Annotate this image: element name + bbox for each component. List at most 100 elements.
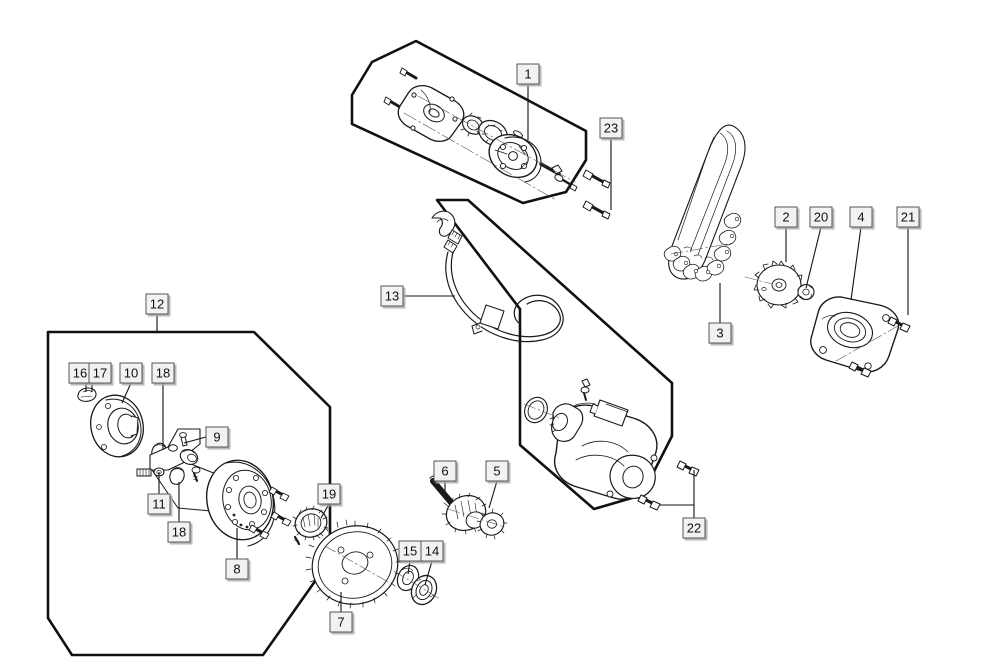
callout-17-woodruff-key-alt-box[interactable] (88, 362, 112, 384)
oil-pump-drive-sprocket (744, 260, 806, 309)
oil-pump-body (488, 133, 542, 183)
callout-14-bearing-box[interactable] (420, 540, 444, 562)
callout-2-oil-pump-sprocket-label: 2 (782, 209, 789, 224)
callout-10-starter-clutch-hub[interactable]: 10 (119, 362, 143, 384)
callout-11-rubber-grommet[interactable]: 11 (147, 493, 171, 515)
bolt-22-outer (676, 460, 700, 477)
callout-leader-lines (85, 84, 909, 612)
callout-14-bearing-label: 14 (425, 543, 439, 558)
oil-pump-housing-cover (810, 296, 900, 373)
flywheel-bolts (248, 486, 292, 540)
callout-18-dowel-pin-lower-box[interactable] (167, 521, 191, 543)
callout-4-oil-pump-housing[interactable]: 4 (849, 206, 873, 228)
callout-5-starter-idle-gear-assy[interactable]: 5 (485, 460, 509, 482)
callout-3-timing-chain[interactable]: 3 (708, 322, 732, 344)
callout-5-starter-idle-gear-assy-box[interactable] (485, 460, 509, 482)
oil-pump-drive-chain (663, 124, 746, 282)
callout-21-housing-bolt-label: 21 (901, 209, 915, 224)
callout-18-dowel-pin-upper[interactable]: 18 (151, 362, 175, 384)
chain-links (663, 212, 742, 282)
callout-10-starter-clutch-hub-box[interactable] (119, 362, 143, 384)
callout-15-washer[interactable]: 15 (398, 540, 422, 562)
sprocket-nut-20 (797, 283, 815, 301)
callout-13-starter-motor-assembly[interactable]: 13 (380, 285, 404, 307)
callout-20-sprocket-nut[interactable]: 20 (809, 206, 833, 228)
bolt-22-inner (637, 494, 661, 511)
callout-2-oil-pump-sprocket-box[interactable] (774, 206, 798, 228)
oil-pump-bolts-23 (582, 169, 611, 220)
callout-9-stator-screw-box[interactable] (205, 426, 229, 448)
callout-1-oil-pump-assembly[interactable]: 1 (516, 63, 540, 85)
callout-1-oil-pump-assembly-box[interactable] (516, 63, 540, 85)
starter-motor-bolts-22 (637, 460, 700, 511)
woodruff-key (77, 387, 97, 402)
callout-10-starter-clutch-hub-leader (121, 382, 132, 404)
oil-pump-bolt-icon-a (399, 67, 418, 80)
bolt-21-upper (887, 316, 911, 333)
starter-terminal-stud (580, 378, 591, 401)
callout-6-idle-gear-shaft-label: 6 (441, 463, 448, 478)
callout-8-flywheel-rotor-label: 8 (233, 561, 240, 576)
callout-19-starter-idle-gear[interactable]: 19 (317, 483, 341, 505)
callout-9-stator-screw-leader (183, 436, 207, 444)
callout-17-woodruff-key-alt-label: 17 (93, 365, 107, 380)
starter-clutch-hub (90, 394, 144, 458)
callout-13-starter-motor-assembly-box[interactable] (380, 285, 404, 307)
callout-4-oil-pump-housing-box[interactable] (849, 206, 873, 228)
starter-driven-gear-7 (305, 519, 402, 609)
callout-7-starter-driven-gear[interactable]: 7 (329, 611, 353, 633)
starter-motor-oring (524, 396, 548, 424)
callout-8-flywheel-rotor-box[interactable] (225, 558, 249, 580)
callout-10-starter-clutch-hub-label: 10 (124, 365, 138, 380)
callout-6-idle-gear-shaft-box[interactable] (433, 460, 457, 482)
callout-23-oil-pump-bolt-label: 23 (604, 120, 618, 135)
callout-11-rubber-grommet-box[interactable] (147, 493, 171, 515)
callout-18-dowel-pin-upper-label: 18 (156, 365, 170, 380)
callout-2-oil-pump-sprocket[interactable]: 2 (774, 206, 798, 228)
starter-idle-gear-assembly-5 (441, 492, 508, 540)
callout-23-oil-pump-bolt-box[interactable] (599, 117, 623, 139)
callout-17-woodruff-key-alt[interactable]: 17 (88, 362, 112, 384)
callout-1-oil-pump-assembly-label: 1 (524, 66, 531, 81)
starter-motor-parts (431, 210, 658, 500)
grommet-11 (136, 467, 165, 477)
oil-pump-shaft (539, 162, 578, 192)
callout-12-flywheel-assembly[interactable]: 12 (145, 293, 169, 315)
callout-18-dowel-pin-lower-label: 18 (172, 524, 186, 539)
callout-20-sprocket-nut-label: 20 (814, 209, 828, 224)
callout-12-flywheel-assembly-box[interactable] (145, 293, 169, 315)
callout-18-dowel-pin-upper-box[interactable] (151, 362, 175, 384)
callout-21-housing-bolt-box[interactable] (896, 206, 920, 228)
callout-3-timing-chain-box[interactable] (708, 322, 732, 344)
callout-21-housing-bolt[interactable]: 21 (896, 206, 920, 228)
bolt-23-upper (582, 169, 611, 189)
oil-pump-bolt-icon-b (383, 96, 402, 109)
oil-pump-parts (383, 67, 578, 201)
housing-bolts-21 (848, 316, 911, 378)
callout-6-idle-gear-shaft[interactable]: 6 (433, 460, 457, 482)
callout-20-sprocket-nut-box[interactable] (809, 206, 833, 228)
callout-22-starter-motor-bolt[interactable]: 22 (682, 517, 706, 539)
callout-9-stator-screw[interactable]: 9 (205, 426, 229, 448)
callout-19-starter-idle-gear-leader (320, 503, 330, 519)
callout-3-timing-chain-label: 3 (716, 325, 723, 340)
callout-22-starter-motor-bolt-box[interactable] (682, 517, 706, 539)
callout-19-starter-idle-gear-box[interactable] (317, 483, 341, 505)
callout-7-starter-driven-gear-box[interactable] (329, 611, 353, 633)
flywheel-parts (77, 387, 402, 609)
callout-18-dowel-pin-lower[interactable]: 18 (167, 521, 191, 543)
starter-cable-boot (431, 210, 456, 237)
starter-motor-body (549, 399, 658, 500)
callout-12-flywheel-assembly-label: 12 (150, 296, 164, 311)
starter-idle-gear-19 (292, 505, 329, 546)
callout-23-oil-pump-bolt[interactable]: 23 (599, 117, 623, 139)
dowel-pin-lower (169, 467, 185, 485)
callout-9-stator-screw-label: 9 (213, 429, 220, 444)
callout-5-starter-idle-gear-assy-leader (488, 480, 498, 509)
callout-8-flywheel-rotor[interactable]: 8 (225, 558, 249, 580)
callout-16-woodruff-key[interactable]: 16 (68, 362, 92, 384)
callout-14-bearing[interactable]: 14 (420, 540, 444, 562)
callout-14-bearing-leader (424, 560, 433, 586)
